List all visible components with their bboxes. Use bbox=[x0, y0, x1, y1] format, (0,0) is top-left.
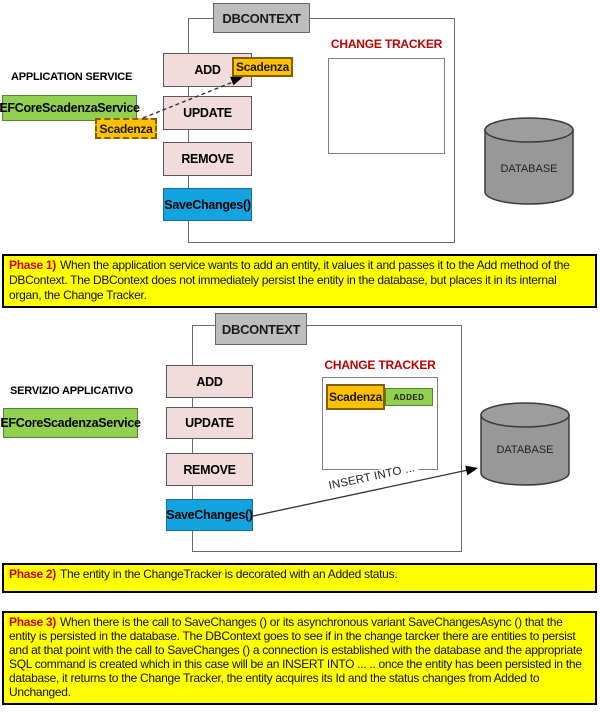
change-tracker-label-2: CHANGE TRACKER bbox=[324, 358, 436, 372]
entity-scadenza-param-box: Scadenza bbox=[95, 118, 157, 139]
method-add-2: ADD bbox=[166, 365, 253, 398]
dbcontext-container-1 bbox=[188, 18, 455, 243]
phase2-text: The entity in the ChangeTracker is decor… bbox=[59, 567, 398, 581]
application-service-heading-2: SERVIZIO APPLICATIVO bbox=[10, 385, 133, 397]
tracked-entity-box: Scadenza bbox=[326, 384, 385, 410]
phase2-label: Phase 2) bbox=[9, 567, 56, 581]
method-remove-1: REMOVE bbox=[163, 142, 252, 176]
method-update-2: UPDATE bbox=[166, 407, 253, 439]
entity-scadenza-arg-box: Scadenza bbox=[232, 57, 293, 77]
phase2-note: Phase 2)The entity in the ChangeTracker … bbox=[2, 563, 597, 593]
database-label-2: DATABASE bbox=[496, 444, 553, 456]
database-cylinder-2: DATABASE bbox=[480, 402, 570, 486]
savechanges-box-1: SaveChanges() bbox=[163, 188, 252, 221]
method-update-1: UPDATE bbox=[163, 96, 252, 130]
method-remove-2: REMOVE bbox=[166, 453, 253, 486]
phase3-note: Phase 3)When there is the call to SaveCh… bbox=[2, 611, 597, 705]
application-service-heading-1: APPLICATION SERVICE bbox=[11, 71, 133, 83]
database-cylinder-1: DATABASE bbox=[484, 117, 574, 205]
savechanges-box-2: SaveChanges() bbox=[166, 499, 253, 531]
database-label-1: DATABASE bbox=[500, 163, 557, 175]
entity-status-badge: ADDED bbox=[385, 388, 433, 406]
dbcontext-title-1: DBCONTEXT bbox=[213, 3, 310, 33]
insert-into-arrow bbox=[252, 465, 478, 517]
service-class-box-2: EFCoreScadenzaService bbox=[0, 408, 141, 438]
phase1-text: When the application service wants to ad… bbox=[9, 258, 570, 302]
change-tracker-box-1 bbox=[328, 58, 445, 154]
phase1-label: Phase 1) bbox=[9, 258, 56, 272]
phase1-note: Phase 1)When the application service wan… bbox=[2, 254, 597, 308]
service-class-box-1: EFCoreScadenzaService bbox=[0, 95, 140, 121]
phase3-text: When there is the call to SaveChanges ()… bbox=[9, 615, 583, 699]
phase3-label: Phase 3) bbox=[9, 615, 56, 629]
entity-pass-dashed-arrow bbox=[142, 76, 243, 119]
dbcontext-title-2: DBCONTEXT bbox=[215, 313, 307, 345]
change-tracker-label-1: CHANGE TRACKER bbox=[330, 37, 443, 51]
